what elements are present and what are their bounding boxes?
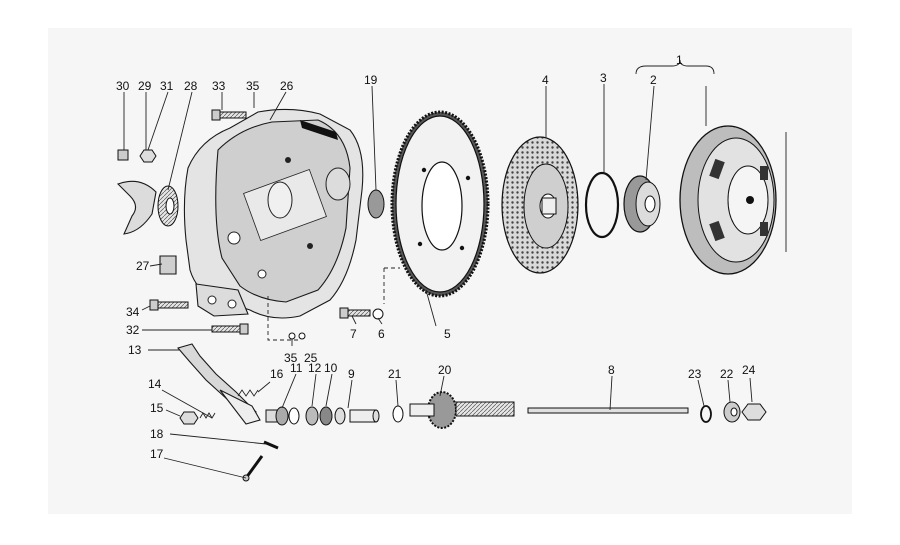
washer-21 [392, 405, 404, 423]
label-30: 30 [116, 79, 130, 93]
label-7: 7 [350, 327, 357, 341]
label-1: 1 [676, 53, 683, 67]
flywheel [390, 110, 490, 298]
label-22: 22 [720, 367, 734, 381]
label-12: 12 [308, 361, 322, 375]
label-28: 28 [184, 79, 198, 93]
label-17: 17 [150, 447, 164, 461]
bolt-7 [339, 307, 371, 319]
clutch-housing [183, 108, 364, 319]
plug-27 [159, 255, 177, 275]
seal-19 [367, 189, 385, 219]
cover-plate [117, 180, 157, 235]
label-35b: 35 [284, 351, 298, 365]
label-5: 5 [444, 327, 451, 341]
shaft-stack [265, 406, 380, 426]
gear-shaft-20 [409, 391, 515, 429]
label-14: 14 [148, 377, 162, 391]
label-31: 31 [160, 79, 174, 93]
label-20: 20 [438, 363, 452, 377]
washer-6 [372, 308, 384, 320]
label-26: 26 [280, 79, 294, 93]
pin-17 [242, 455, 264, 482]
label-4: 4 [542, 73, 549, 87]
bolt-32 [211, 323, 249, 335]
label-24: 24 [742, 363, 756, 377]
group-bracket [635, 59, 715, 75]
release-bearing [623, 175, 661, 233]
label-33: 33 [212, 79, 226, 93]
callout-labels: 1 2 3 4 5 6 7 8 9 10 11 12 13 14 15 16 1… [116, 53, 756, 461]
label-19: 19 [364, 73, 378, 87]
pressure-plate [679, 125, 787, 275]
bolt-30 [117, 149, 129, 161]
label-27: 27 [136, 259, 150, 273]
label-35a: 35 [246, 79, 260, 93]
label-21: 21 [388, 367, 402, 381]
label-29: 29 [138, 79, 152, 93]
label-13: 13 [128, 343, 142, 357]
label-2: 2 [650, 73, 657, 87]
label-23: 23 [688, 367, 702, 381]
bolt-33 [211, 109, 247, 121]
label-16: 16 [270, 367, 284, 381]
label-18: 18 [150, 427, 164, 441]
bearing-28 [157, 185, 179, 227]
label-10: 10 [324, 361, 338, 375]
nut-15 [179, 411, 199, 425]
pin-18 [263, 440, 279, 450]
ring-23 [700, 405, 712, 423]
release-lever [177, 343, 261, 425]
label-6: 6 [378, 327, 385, 341]
label-34: 34 [126, 305, 140, 319]
label-15: 15 [150, 401, 164, 415]
label-8: 8 [608, 363, 615, 377]
spring-16 [237, 389, 259, 397]
washer-22 [723, 401, 741, 423]
bolt-34 [149, 299, 189, 311]
label-11: 11 [290, 361, 303, 375]
label-9: 9 [348, 367, 355, 381]
clutch-disc [501, 136, 579, 274]
rod-8 [527, 407, 689, 414]
nut-24 [741, 403, 767, 421]
nut-31 [139, 149, 157, 163]
label-25: 25 [304, 351, 318, 365]
snap-ring [584, 171, 620, 239]
label-3: 3 [600, 71, 607, 85]
leader-lines [123, 84, 753, 479]
label-32: 32 [126, 323, 140, 337]
